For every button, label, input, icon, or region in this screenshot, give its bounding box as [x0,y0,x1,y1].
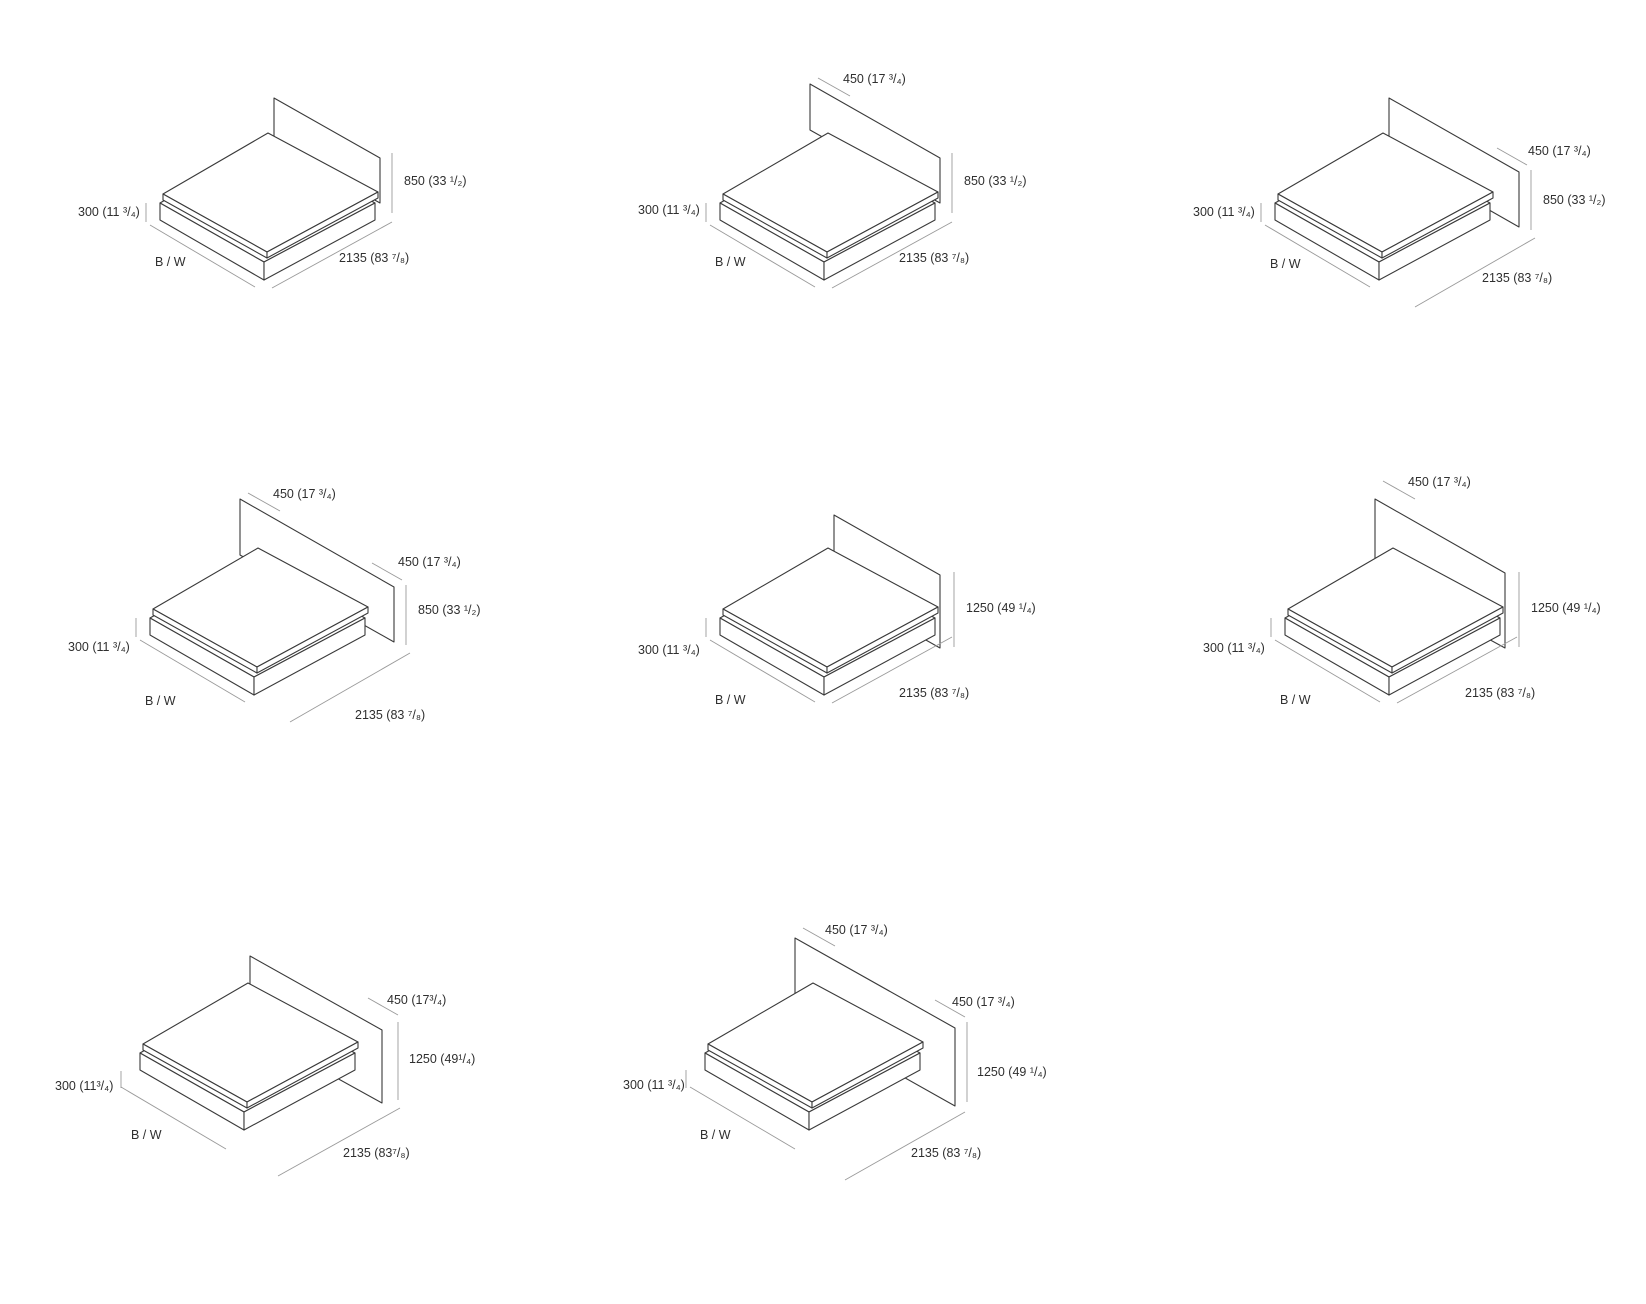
length-label: 2135 (83 ⁷/₈) [1465,686,1535,700]
base-height-label: 300 (11 ³/₄) [638,643,700,657]
length-label: 2135 (83 ⁷/₈) [355,708,425,722]
length-label: 2135 (83 ⁷/₈) [899,251,969,265]
width-label: B / W [1280,693,1311,707]
base-height-label: 300 (11 ³/₄) [1193,205,1255,219]
bed-diagram-1: 850 (33 ¹/₂) 2135 (83 ⁷/₈) 300 (11 ³/₄) … [78,97,467,289]
width-label: B / W [155,255,186,269]
bed-diagram-4: 450 (17 ³/₄) 450 (17 ³/₄) 850 (33 ¹/₂) 2… [68,487,481,723]
height-label: 1250 (49¹/₄) [409,1052,475,1066]
base-height-label: 300 (11 ³/₄) [78,205,140,219]
bed-diagram-2: 450 (17 ³/₄) 850 (33 ¹/₂) 2135 (83 ⁷/₈) … [638,72,1027,289]
length-label: 2135 (83 ⁷/₈) [911,1146,981,1160]
bed-drawing [1274,97,1520,281]
bed-drawing [704,937,956,1131]
bed-drawing [719,83,941,281]
height-label: 1250 (49 ¹/₄) [1531,601,1601,615]
bed-drawing [719,514,941,696]
height-label: 1250 (49 ¹/₄) [966,601,1036,615]
length-label: 2135 (83 ⁷/₈) [1482,271,1552,285]
width-label: B / W [715,693,746,707]
width-label: B / W [700,1128,731,1142]
dimension-lines [135,492,411,723]
bed-diagram-3: 450 (17 ³/₄) 850 (33 ¹/₂) 2135 (83 ⁷/₈) … [1193,97,1606,308]
height-label: 1250 (49 ¹/₄) [977,1065,1047,1079]
top-extension-label: 450 (17 ³/₄) [1408,475,1471,489]
side-extension-label: 450 (17³/₄) [387,993,446,1007]
base-height-label: 300 (11 ³/₄) [1203,641,1265,655]
width-label: B / W [131,1128,162,1142]
dimension-lines [1260,147,1536,308]
bed-drawing [149,498,395,696]
bed-diagram-5: 1250 (49 ¹/₄) 2135 (83 ⁷/₈) 300 (11 ³/₄)… [638,514,1036,707]
bed-diagram-6: 450 (17 ³/₄) 1250 (49 ¹/₄) 2135 (83 ⁷/₈)… [1203,475,1601,707]
bed-drawing [159,97,381,281]
height-label: 850 (33 ¹/₂) [404,174,467,188]
dimension-lines [705,77,953,289]
length-label: 2135 (83 ⁷/₈) [339,251,409,265]
side-extension-label: 450 (17 ³/₄) [398,555,461,569]
dimension-lines [120,997,401,1177]
height-label: 850 (33 ¹/₂) [418,603,481,617]
bed-drawing [1284,498,1506,696]
base-height-label: 300 (11 ³/₄) [638,203,700,217]
top-extension-label: 450 (17 ³/₄) [825,923,888,937]
dimension-lines [145,153,393,289]
bed-drawing [139,955,383,1131]
base-height-label: 300 (11 ³/₄) [68,640,130,654]
dimension-lines [705,572,955,704]
top-extension-label: 450 (17 ³/₄) [843,72,906,86]
width-label: B / W [1270,257,1301,271]
bed-diagram-7: 450 (17³/₄) 1250 (49¹/₄) 2135 (83⁷/₈) 30… [55,955,475,1177]
dimension-lines [685,927,968,1181]
dimension-lines [1270,480,1520,704]
length-label: 2135 (83⁷/₈) [343,1146,410,1160]
base-height-label: 300 (11 ³/₄) [623,1078,685,1092]
width-label: B / W [715,255,746,269]
side-extension-label: 450 (17 ³/₄) [952,995,1015,1009]
side-extension-label: 450 (17 ³/₄) [1528,144,1591,158]
width-label: B / W [145,694,176,708]
length-label: 2135 (83 ⁷/₈) [899,686,969,700]
bed-diagram-8: 450 (17 ³/₄) 450 (17 ³/₄) 1250 (49 ¹/₄) … [623,923,1047,1181]
base-height-label: 300 (11³/₄) [55,1079,113,1093]
height-label: 850 (33 ¹/₂) [964,174,1027,188]
top-extension-label: 450 (17 ³/₄) [273,487,336,501]
height-label: 850 (33 ¹/₂) [1543,193,1606,207]
